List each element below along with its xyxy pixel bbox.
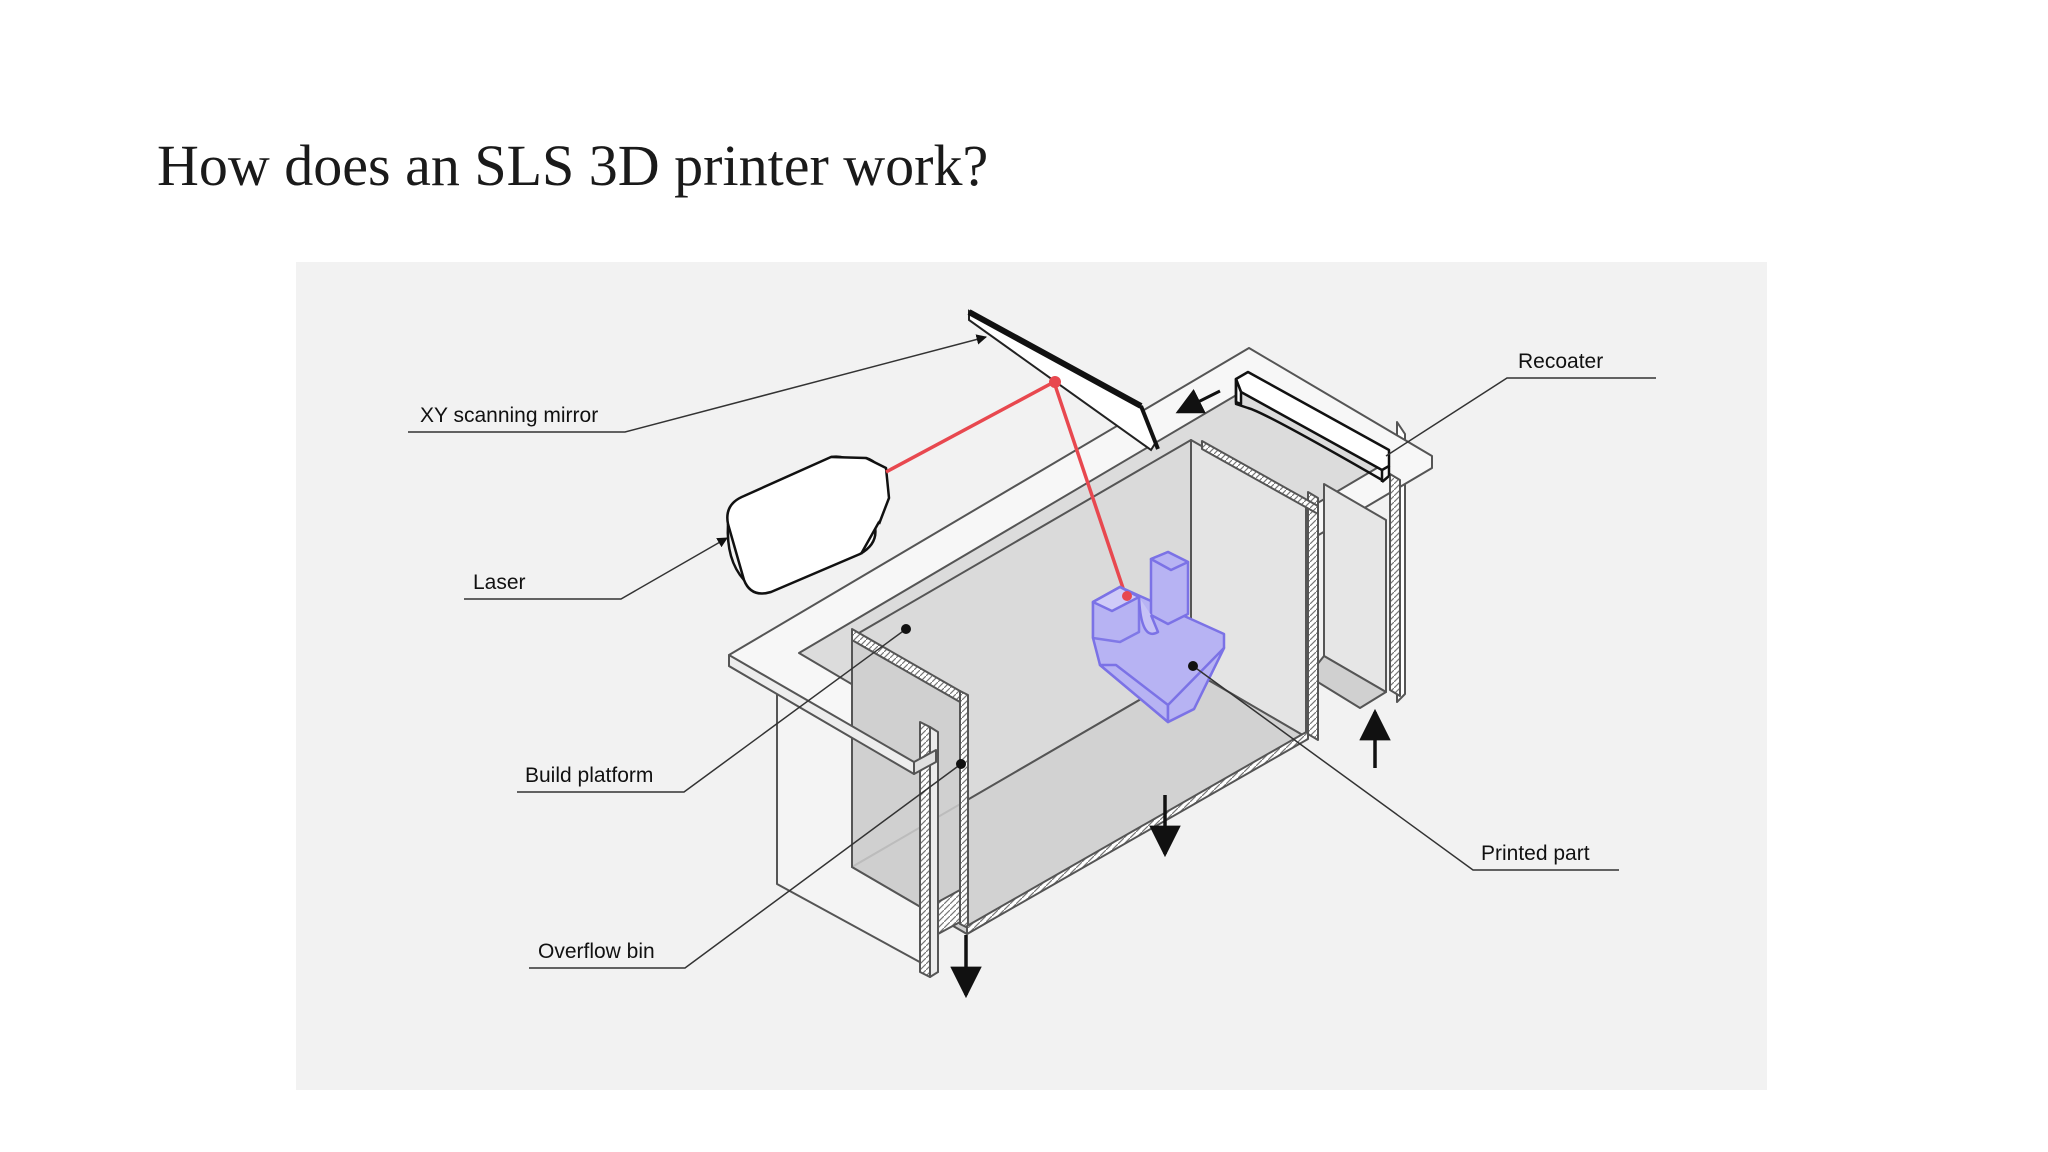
laser-beam [885,380,1127,595]
label-overflow-bin: Overflow bin [538,940,655,963]
recoater [1234,370,1391,483]
xy-scanning-mirror [967,309,1160,452]
label-recoater: Recoater [1518,350,1603,373]
diagram-panel: XY scanning mirror Laser Build platform … [296,262,1767,1090]
laser-icon [726,455,891,595]
slide-title: How does an SLS 3D printer work? [157,133,989,198]
leader-lines [408,334,1656,969]
label-xy-scanning-mirror: XY scanning mirror [420,404,598,427]
printer-body [728,347,1433,978]
label-laser: Laser [473,571,526,594]
part-laser-point [1122,591,1132,601]
leader-dots [901,624,1198,769]
recoater-motion-arrow [1175,389,1221,414]
label-printed-part: Printed part [1481,842,1590,865]
label-build-platform: Build platform [525,764,653,787]
mirror-laser-point [1049,376,1061,388]
sls-printer-diagram: XY scanning mirror Laser Build platform … [408,309,1656,999]
